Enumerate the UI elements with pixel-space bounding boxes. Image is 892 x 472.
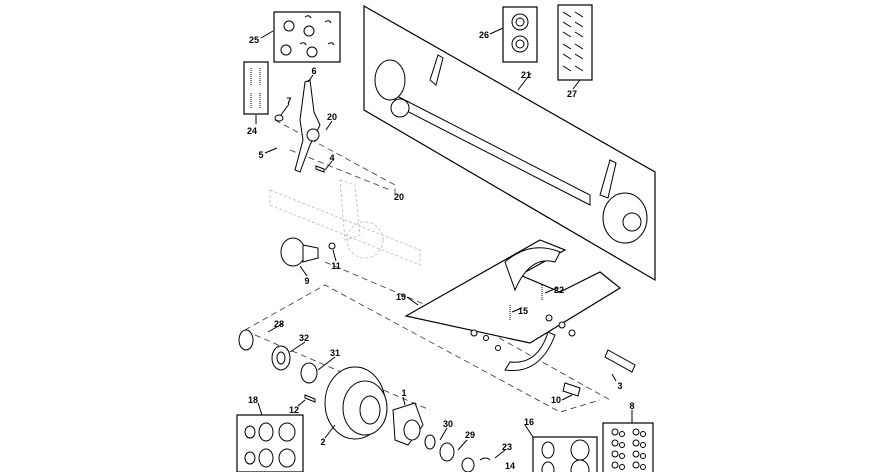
- slack-adjuster-lever: [274, 79, 325, 173]
- callout-9: 9: [304, 276, 309, 286]
- callout-20: 20: [327, 112, 337, 122]
- callout-8: 8: [629, 401, 634, 411]
- brake-shoes: [470, 247, 576, 372]
- callout-14: 14: [505, 461, 515, 471]
- callout-5: 5: [258, 150, 263, 160]
- callout-4: 4: [329, 153, 334, 163]
- brake-chamber: [280, 237, 336, 267]
- bolt-kit-box: [557, 4, 593, 81]
- callout-15: 15: [518, 306, 528, 316]
- bearing-set-icons: [541, 439, 590, 472]
- callout-1: 1: [401, 388, 406, 398]
- callout-32: 32: [299, 333, 309, 343]
- callout-11: 11: [331, 261, 341, 271]
- callout-26: 26: [479, 30, 489, 40]
- callout-31: 31: [330, 348, 340, 358]
- callout-23: 23: [502, 442, 512, 452]
- callout-10: 10: [551, 395, 561, 405]
- callout-labels: 25 26 21 27 24 6 7 20 5 4 20 11 9 19 22 …: [247, 30, 635, 471]
- callout-7: 7: [286, 96, 291, 106]
- wheel-nut-icons: [611, 428, 646, 470]
- callout-6: 6: [311, 66, 316, 76]
- ghost-axle-outline: [269, 179, 421, 266]
- wheel-nut-kit-box: [602, 422, 654, 472]
- callout-30: 30: [443, 419, 453, 429]
- brake-drum-and-hub: [324, 366, 491, 472]
- callout-2: 2: [320, 437, 325, 447]
- callout-12: 12: [289, 405, 299, 415]
- leader-lines: [255, 27, 633, 459]
- callout-19: 19: [396, 292, 406, 302]
- bolt-icons: [562, 11, 584, 72]
- callout-27: 27: [567, 89, 577, 99]
- bearing-icons: [511, 13, 529, 53]
- nut-icons: [280, 15, 335, 58]
- callout-28: 28: [274, 319, 284, 329]
- camshaft: [562, 349, 636, 397]
- callout-20-lower: 20: [394, 192, 404, 202]
- callout-21: 21: [521, 70, 531, 80]
- callout-3: 3: [617, 381, 622, 391]
- callout-18: 18: [248, 395, 258, 405]
- seal-kit-icons: [244, 422, 296, 468]
- callout-29: 29: [465, 430, 475, 440]
- callout-25: 25: [249, 35, 259, 45]
- callout-24: 24: [247, 126, 257, 136]
- callout-22: 22: [554, 285, 564, 295]
- seals-and-bearings: [238, 329, 318, 403]
- spring-kit-box: [243, 61, 269, 115]
- callout-16: 16: [524, 417, 534, 427]
- axle-assembly: [374, 54, 648, 244]
- spring-icons: [250, 68, 261, 109]
